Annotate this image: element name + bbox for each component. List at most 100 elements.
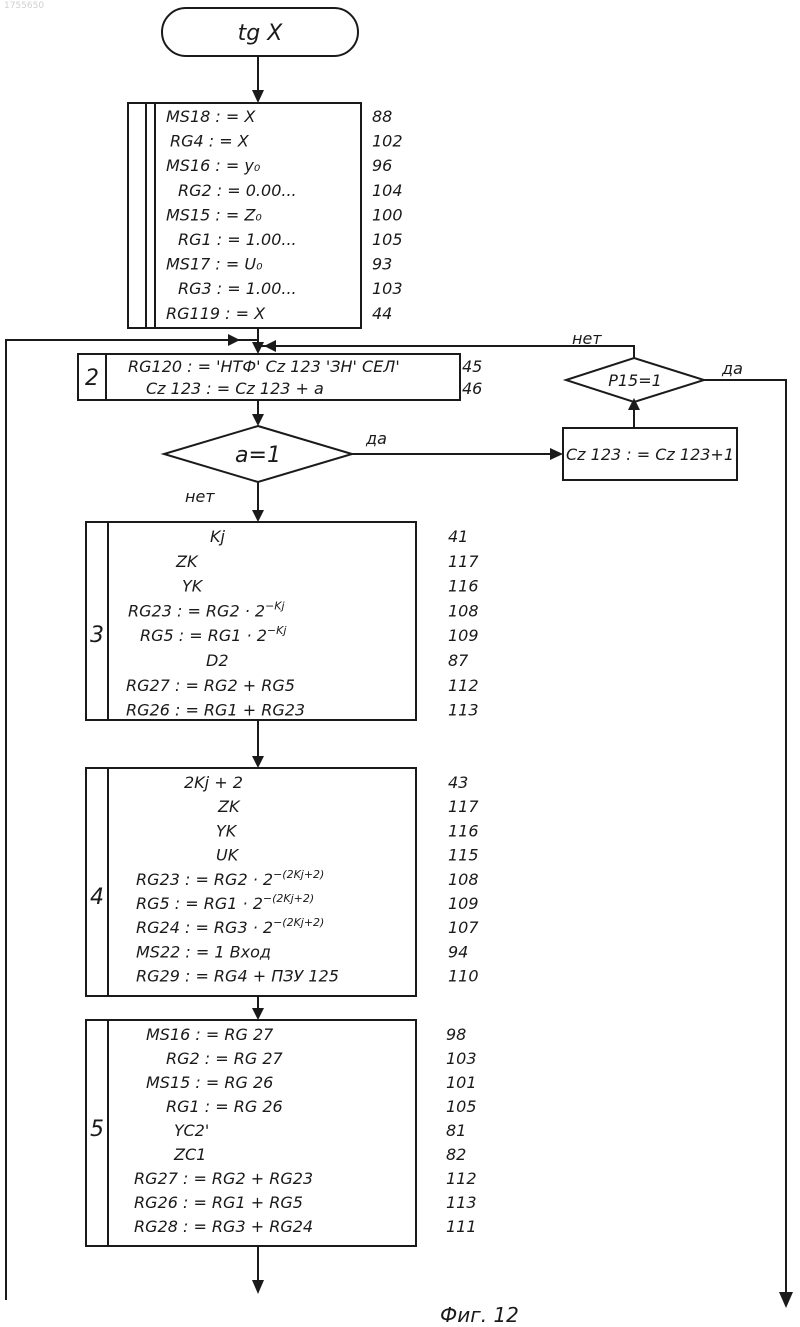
- block3-line-0-number: 41: [448, 527, 468, 546]
- block1-line-0-number: 88: [372, 107, 392, 126]
- block3-line-0: Kj: [210, 527, 225, 546]
- decision-1-cond: a=1: [235, 443, 281, 468]
- block3-line-7: RG26 : = RG1 + RG23: [126, 701, 305, 720]
- block4-line-7-number: 94: [448, 942, 468, 961]
- side-box-text: Cz 123 : = Cz 123+1: [566, 445, 734, 464]
- loop-left-line: [6, 340, 258, 1300]
- block3-line-1: ZK: [175, 552, 199, 571]
- block4-line-5-number: 109: [448, 894, 479, 913]
- block4-line-7: MS22 : = 1 Вход: [136, 942, 271, 961]
- block5-line-1: RG2 : = RG 27: [166, 1049, 284, 1068]
- block1-line-8: RG119 : = X: [166, 304, 266, 323]
- block5-line-6: RG27 : = RG2 + RG23: [134, 1169, 313, 1188]
- block4-line-5-exponent: −(2Kj+2): [263, 892, 314, 905]
- block3-line-6: RG27 : = RG2 + RG5: [126, 676, 295, 695]
- block2-line-0: RG120 : = 'НТФ' Cz 123 'ЗН' СЕЛ': [128, 357, 400, 376]
- block1-line-6-number: 93: [372, 255, 392, 274]
- block4-line-2: YK: [216, 821, 238, 840]
- decision-2: P15=1: [566, 358, 704, 402]
- block3-line-3-exponent: −Kj: [265, 599, 285, 612]
- block4-line-7-text: MS22 : = 1 Вход: [136, 942, 271, 961]
- block2-line-1-number: 46: [462, 379, 482, 398]
- block1-line-7-number: 103: [372, 279, 403, 298]
- block3-line-3: RG23 : = RG2 · 2−Kj: [128, 599, 285, 620]
- block4-line-1: ZK: [217, 797, 241, 816]
- block-3-index: 3: [90, 623, 104, 648]
- block1-line-4-number: 100: [372, 205, 403, 224]
- block5-line-2-number: 101: [446, 1073, 477, 1092]
- exit-right-line: [704, 380, 786, 1296]
- block3-line-7-number: 113: [448, 701, 479, 720]
- block3-line-6-text: RG27 : = RG2 + RG5: [126, 676, 295, 695]
- block1-line-6: MS17 : = U₀: [166, 255, 263, 274]
- block3-line-5-number: 87: [448, 651, 469, 670]
- decision-2-cond: P15=1: [608, 371, 662, 390]
- block1-line-1-number: 102: [372, 132, 403, 151]
- block3-line-5-text: D2: [206, 651, 229, 670]
- block5-line-3-number: 105: [446, 1097, 477, 1116]
- block3-line-7-text: RG26 : = RG1 + RG23: [126, 701, 305, 720]
- block3-line-0-text: Kj: [210, 527, 225, 546]
- block5-line-5-number: 82: [446, 1145, 466, 1164]
- block-5-index: 5: [90, 1117, 104, 1142]
- block2-line-0-number: 45: [462, 357, 482, 376]
- block-4-lines: 2Kj + 243ZK117YK116UK115RG23 : = RG2 · 2…: [136, 773, 479, 986]
- block5-line-4: YC2': [174, 1121, 209, 1140]
- block1-line-5: RG1 : = 1.00...: [178, 230, 297, 249]
- start-terminator: tg X: [162, 8, 358, 56]
- block1-line-7: RG3 : = 1.00...: [178, 279, 297, 298]
- block3-line-3-number: 108: [448, 601, 479, 620]
- block5-line-8-number: 111: [446, 1217, 477, 1236]
- block4-line-1-text: ZK: [217, 797, 241, 816]
- block1-line-3-number: 104: [372, 181, 403, 200]
- decision-1-no: нет: [185, 487, 215, 506]
- block4-line-3-number: 115: [448, 846, 479, 865]
- block5-line-3: RG1 : = RG 26: [166, 1097, 283, 1116]
- block4-line-5: RG5 : = RG1 · 2−(2Kj+2): [136, 892, 314, 913]
- block4-line-8-number: 110: [448, 967, 479, 986]
- block1-line-8-number: 44: [372, 304, 392, 323]
- block4-line-0-number: 43: [448, 773, 468, 792]
- block4-line-2-number: 116: [448, 821, 479, 840]
- block4-line-3: UK: [216, 846, 240, 865]
- block4-line-6: RG24 : = RG3 · 2−(2Kj+2): [136, 916, 324, 937]
- block4-line-8: RG29 : = RG4 + ПЗУ 125: [136, 967, 339, 986]
- block5-line-4-number: 81: [446, 1121, 466, 1140]
- block3-line-5: D2: [206, 651, 229, 670]
- block5-line-2: MS15 : = RG 26: [146, 1073, 273, 1092]
- decision-1-yes: да: [365, 429, 387, 448]
- block4-line-3-text: UK: [216, 846, 240, 865]
- block3-line-2-text: YK: [182, 577, 204, 596]
- block5-line-5: ZC1: [173, 1145, 206, 1164]
- block-5-lines: MS16 : = RG 2798RG2 : = RG 27103MS15 : =…: [134, 1025, 477, 1236]
- block1-line-5-number: 105: [372, 230, 403, 249]
- block4-line-4-exponent: −(2Kj+2): [273, 868, 324, 881]
- block3-line-4-text: RG5 : = RG1 · 2: [140, 626, 267, 645]
- figure-caption: Фиг. 12: [440, 1303, 519, 1327]
- block5-line-0: MS16 : = RG 27: [146, 1025, 274, 1044]
- side-box: Cz 123 : = Cz 123+1: [563, 428, 737, 480]
- block4-line-4-number: 108: [448, 870, 479, 889]
- block-2-lines: RG120 : = 'НТФ' Cz 123 'ЗН' СЕЛ' 45 Cz 123…: [128, 357, 482, 398]
- block5-line-1-number: 103: [446, 1049, 477, 1068]
- block4-line-6-exponent: −(2Kj+2): [273, 916, 324, 929]
- block-2-index: 2: [85, 366, 99, 391]
- block3-line-2-number: 116: [448, 577, 479, 596]
- start-label: tg X: [238, 21, 284, 46]
- block1-line-2-number: 96: [372, 156, 392, 175]
- block-3-lines: Kj41ZK117YK116RG23 : = RG2 · 2−Kj108RG5 …: [126, 527, 479, 720]
- decision-2-no: нет: [572, 329, 602, 348]
- block1-line-0: MS18 : = X: [166, 107, 256, 126]
- block4-line-8-text: RG29 : = RG4 + ПЗУ 125: [136, 967, 339, 986]
- corner-mark: 1755650: [4, 1, 44, 11]
- decision-1: a=1: [164, 426, 352, 482]
- block4-line-4-text: RG23 : = RG2 · 2: [136, 870, 273, 889]
- block3-line-4-exponent: −Kj: [267, 624, 287, 637]
- block3-line-4-number: 109: [448, 626, 479, 645]
- block1-line-3: RG2 : = 0.00...: [178, 181, 297, 200]
- block5-line-7: RG26 : = RG1 + RG5: [134, 1193, 303, 1212]
- block4-line-4: RG23 : = RG2 · 2−(2Kj+2): [136, 868, 324, 889]
- block-1-lines: MS18 : = X88RG4 : = X102MS16 : = y₀96RG2…: [166, 107, 403, 323]
- block2-line-1: Cz 123 : = Cz 123 + a: [146, 379, 324, 398]
